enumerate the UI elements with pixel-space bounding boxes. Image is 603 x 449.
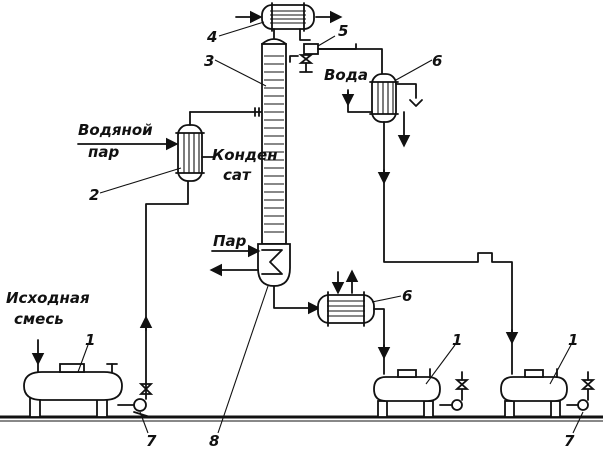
number-3-column: 3 [204,52,214,70]
label-condensate-1: Конден [212,146,278,164]
number-1-feed-tank: 1 [85,331,95,349]
distillation-column [261,38,287,245]
leader-lines [77,21,584,434]
distillate-cooler [369,73,399,123]
label-steam: Пар [213,232,247,250]
distillate-to-receiver [383,121,513,375]
label-water-steam-2: пар [88,143,119,161]
number-8-reboiler: 8 [209,432,219,449]
bottoms-to-receiver [373,308,385,375]
pump-middle [439,371,470,411]
distillate-receiver-tank [500,368,568,418]
label-condensate-2: сат [223,166,252,184]
label-water: Вода [324,66,368,84]
label-feed-1: Исходная [6,289,90,307]
number-1-distillate-tank: 1 [568,331,578,349]
cooler-water-out [395,83,417,99]
feed-riser-pipe [145,180,189,400]
distillate-pipe [317,48,383,75]
number-5-divider: 5 [338,22,348,40]
pump-right [566,371,596,411]
number-2-heater: 2 [89,186,99,204]
feed-tank-left [23,363,123,418]
number-6-distillate-cooler: 6 [432,52,442,70]
number-6-bottoms-cooler: 6 [402,287,412,305]
feed-heater [175,111,216,182]
number-1-bottoms-tank: 1 [452,331,462,349]
label-water-steam-1: Водяной [78,121,153,139]
top-condenser [261,2,315,32]
reboiler [257,243,291,287]
label-feed-2: смесь [14,310,64,328]
number-4-condenser: 4 [206,28,217,46]
number-7-pump-left: 7 [146,432,157,449]
bottoms-pipe [273,285,321,315]
number-7-pump-right: 7 [564,432,575,449]
pump-left [117,383,154,418]
bottoms-receiver-tank [373,368,441,418]
cooler-water-in [347,91,373,113]
bottoms-cooler [317,291,375,327]
